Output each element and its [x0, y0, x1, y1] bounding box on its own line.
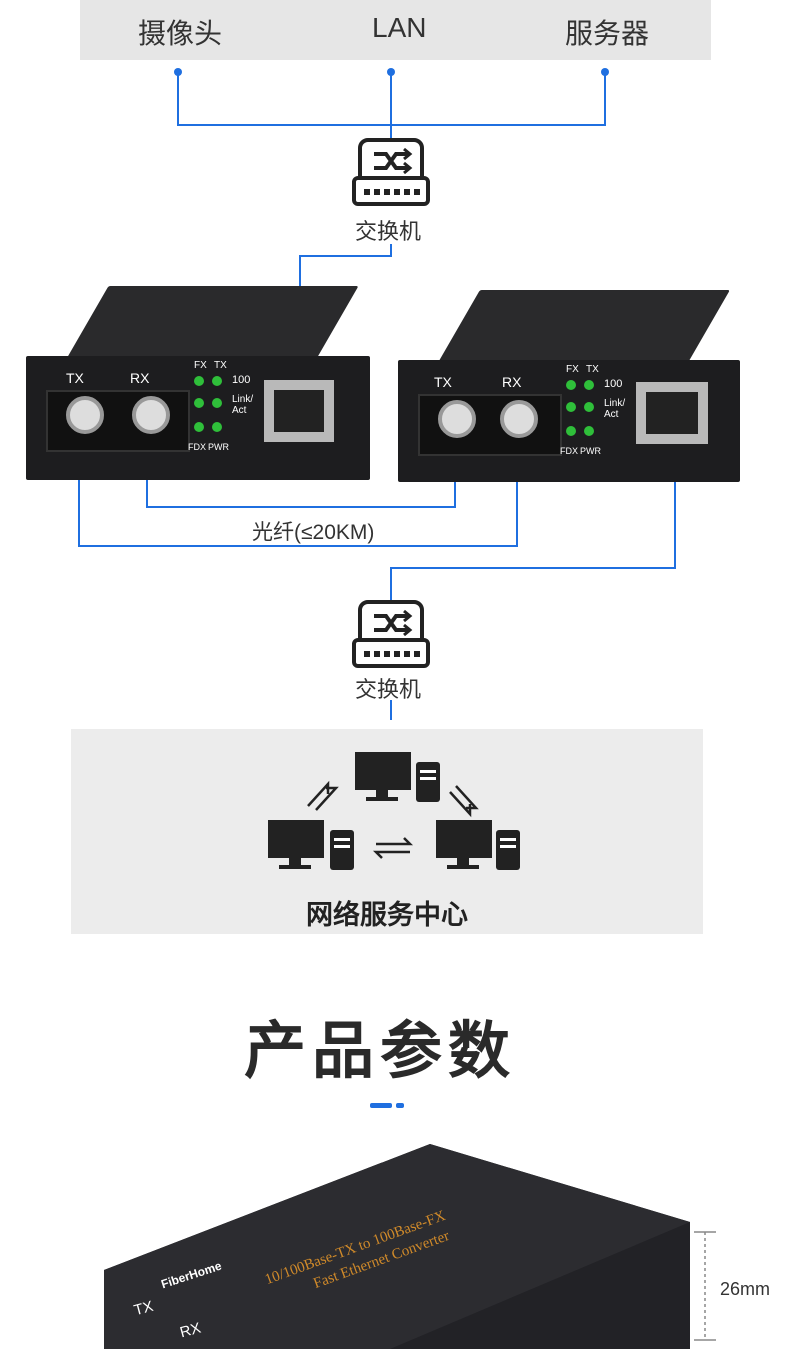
tx-fiber-port — [66, 396, 104, 434]
height-dimension — [694, 1231, 716, 1341]
lan-label: LAN — [372, 12, 427, 43]
converter-1: TX RX FX TX 100 Link/ Act FDX PWR — [26, 286, 370, 480]
led — [212, 398, 222, 408]
link-act-label: Link/ Act — [232, 394, 254, 416]
converter-to-switch-wire — [390, 428, 676, 600]
switch-icon — [352, 138, 430, 206]
converter-top-face — [436, 290, 730, 366]
computers-icon — [268, 752, 520, 870]
tx-port-label: TX — [66, 370, 84, 386]
product-image: FiberHome 10/100Base-TX to 100Base-FX Fa… — [90, 1140, 700, 1349]
led — [566, 402, 576, 412]
top-band — [80, 0, 711, 60]
rx-fiber-port — [132, 396, 170, 434]
section-title: 产品参数 — [244, 1017, 517, 1086]
led — [584, 402, 594, 412]
led — [212, 376, 222, 386]
height-label: 26mm — [720, 1279, 771, 1299]
fx-label: FX — [566, 364, 579, 375]
converter-2: TX RX FX TX 100 Link/ Act FDX PWR — [398, 290, 740, 482]
tx-led-label: TX — [586, 364, 599, 375]
link-act-label: Link/ Act — [604, 398, 626, 420]
led — [584, 380, 594, 390]
fiber-label: 光纤(≤20KM) — [252, 521, 375, 544]
led — [566, 426, 576, 436]
rx-port-label: RX — [130, 370, 150, 386]
led — [194, 422, 204, 432]
converter-top-face — [63, 286, 359, 364]
tx-fiber-port — [438, 400, 476, 438]
rx-fiber-port — [500, 400, 538, 438]
fx-label: FX — [194, 360, 207, 371]
tx-led-label: TX — [214, 360, 227, 371]
speed-label: 100 — [232, 374, 251, 386]
network-center-label: 网络服务中心 — [306, 900, 468, 930]
fdx-label: FDX — [560, 446, 578, 456]
rj45-port — [264, 380, 334, 442]
title-underline-dot — [396, 1103, 404, 1108]
tx-port-label: TX — [434, 374, 452, 390]
rx-port-label: RX — [502, 374, 522, 390]
fdx-label: FDX — [188, 442, 206, 452]
led — [584, 426, 594, 436]
title-underline — [370, 1103, 392, 1108]
led — [194, 376, 204, 386]
pwr-label: PWR — [208, 442, 229, 452]
switch-label-1: 交换机 — [355, 219, 422, 244]
server-label: 服务器 — [565, 18, 650, 49]
switch-label-2: 交换机 — [355, 677, 422, 702]
camera-label: 摄像头 — [138, 18, 223, 49]
pwr-label: PWR — [580, 446, 601, 456]
speed-label: 100 — [604, 378, 623, 390]
led — [212, 422, 222, 432]
switch-icon — [352, 600, 430, 668]
led — [566, 380, 576, 390]
rj45-port — [636, 382, 708, 444]
fiber-wire-outer — [78, 428, 518, 547]
led — [194, 398, 204, 408]
